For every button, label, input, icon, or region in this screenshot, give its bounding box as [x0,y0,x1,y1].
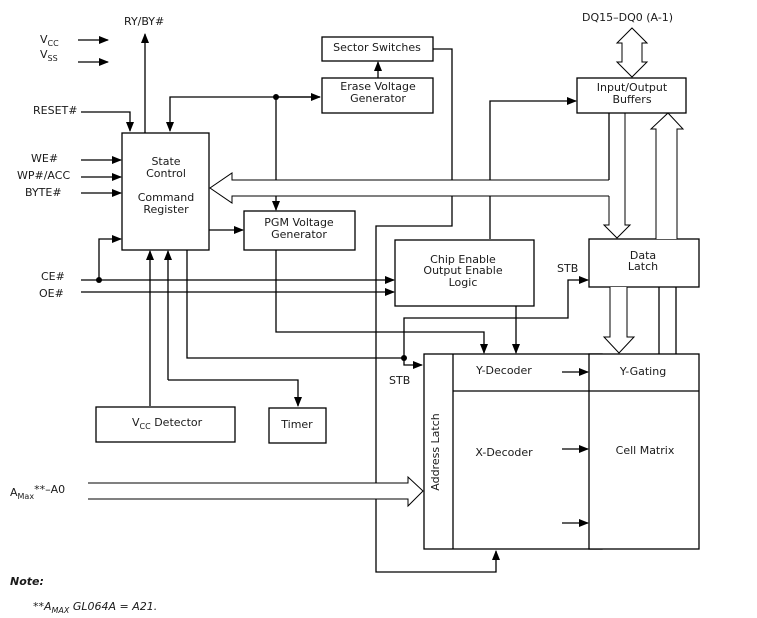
ce-oe-logic-block [394,239,535,307]
timer-label: Timer [280,418,313,431]
io-buffers-block [576,77,687,114]
pin-wp-acc-label: WP#/ACC [17,169,70,182]
y-gating-label: Y-Gating [619,365,666,378]
io-buffers-label-2: Buffers [612,93,651,106]
io-to-data-latch-arrow [602,113,632,239]
bus-to-state-control [166,96,320,132]
data-latch-block [588,238,700,288]
data-latch-label-1: Data [630,249,656,262]
ce-oe-logic-label-2: Output Enable [423,264,502,277]
x-decoder-label: X-Decoder [475,446,533,459]
ce-oe-logic-label-3: Logic [449,276,478,289]
note-text: **AMAX GL064A = A21. [33,600,157,615]
pgm-to-y-decoder [275,250,488,354]
data-latch-to-io-arrow [649,112,685,239]
state-control-label-2: Control [146,167,186,180]
erase-voltage-generator-block [321,77,434,114]
data-latch-to-y-gating-arrow [602,287,636,354]
pin-ry-by-label: RY/BY# [124,15,164,28]
pin-vcc-label: VCC [40,33,59,48]
bus-to-io-buffers [489,97,577,180]
data-latch-label-2: Latch [628,260,658,273]
state-to-stb-line [186,250,404,359]
pin-reset-label: RESET# [33,104,77,117]
pin-we-label: WE# [31,152,58,165]
address-feedback-line [375,196,500,573]
y-decoder-label: Y-Decoder [475,364,532,377]
io-buffers-label-1: Input/Output [597,81,668,94]
address-bus-arrow [88,475,424,508]
internal-bus-arrow [209,172,609,204]
command-register-label-1: Command [138,191,195,204]
note-heading: Note: [10,575,44,588]
timer-block [268,407,327,444]
pin-oe-label: OE# [39,287,64,300]
cell-matrix-label: Cell Matrix [616,444,675,457]
command-register-label-2: Register [143,203,189,216]
ce-to-state-control [98,235,122,280]
pin-dq-label: DQ15–DQ0 (A-1) [582,11,673,24]
stb-to-address-latch [403,358,423,369]
pgm-voltage-label-2: Generator [271,228,327,241]
pin-vss-label: VSS [40,48,58,63]
ce-oe-logic-label-1: Chip Enable [430,253,496,266]
pin-ce-label: CE# [41,270,65,283]
cell-matrix-assembly-block [588,353,700,550]
vcc-detector-label: VCC Detector [132,416,203,431]
pgm-voltage-generator-block [243,210,356,251]
pgm-voltage-label-1: PGM Voltage [264,216,334,229]
stb-to-data-latch [403,276,589,358]
address-latch-label: Address Latch [429,413,442,491]
dq-bidirectional-arrow [615,27,649,78]
erase-voltage-label-2: Generator [350,92,406,105]
vcc-detector-block [95,406,236,443]
sector-switches-label: Sector Switches [333,41,421,54]
state-control-command-register-block [121,132,210,251]
decoder-assembly-block [423,353,603,550]
pin-byte-label: BYTE# [25,186,62,199]
reset-arrow [81,111,134,132]
erase-voltage-label-1: Erase Voltage [340,80,416,93]
pin-addr-label: AMax**–A0 [10,483,65,501]
sector-switches-line [433,48,453,180]
state-control-label-1: State [151,155,180,168]
stb-bottom-label: STB [389,374,410,387]
to-timer-arrow [168,379,302,407]
stb-top-label: STB [557,262,578,275]
